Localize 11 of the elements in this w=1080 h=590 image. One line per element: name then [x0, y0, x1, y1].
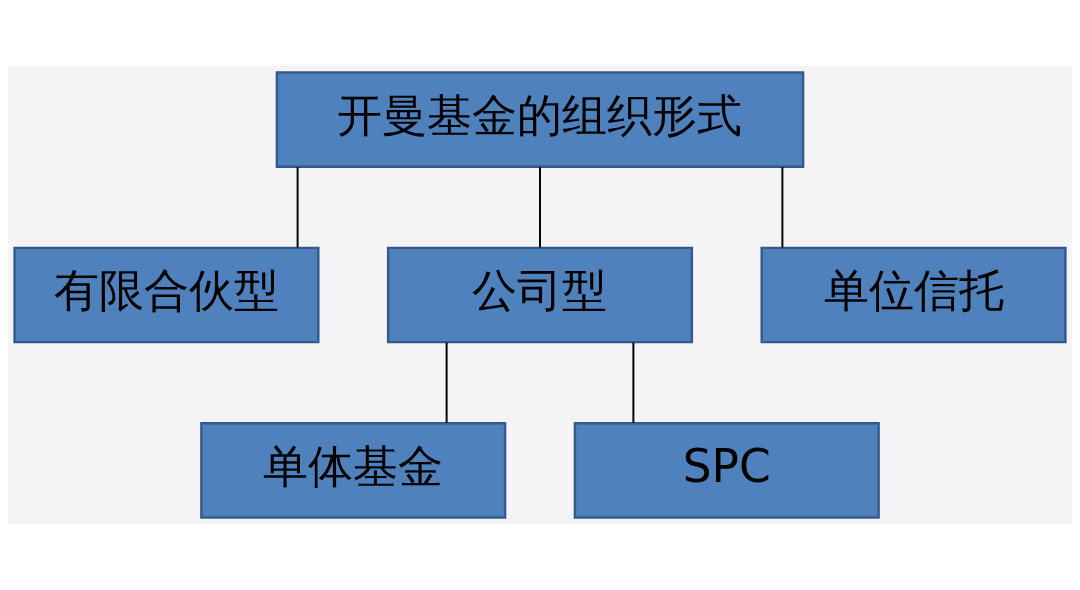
node-box: 开曼基金的组织形式 [275, 71, 805, 168]
node-box: 有限合伙型 [13, 246, 320, 344]
connector [296, 166, 299, 249]
node-box: 单位信托 [760, 246, 1067, 344]
connector [632, 341, 635, 424]
connector [539, 166, 541, 249]
connector [445, 341, 448, 424]
node-box: SPC [573, 422, 880, 519]
node-box: 公司型 [386, 246, 694, 344]
connector [781, 166, 784, 249]
node-box: 单体基金 [200, 422, 507, 519]
